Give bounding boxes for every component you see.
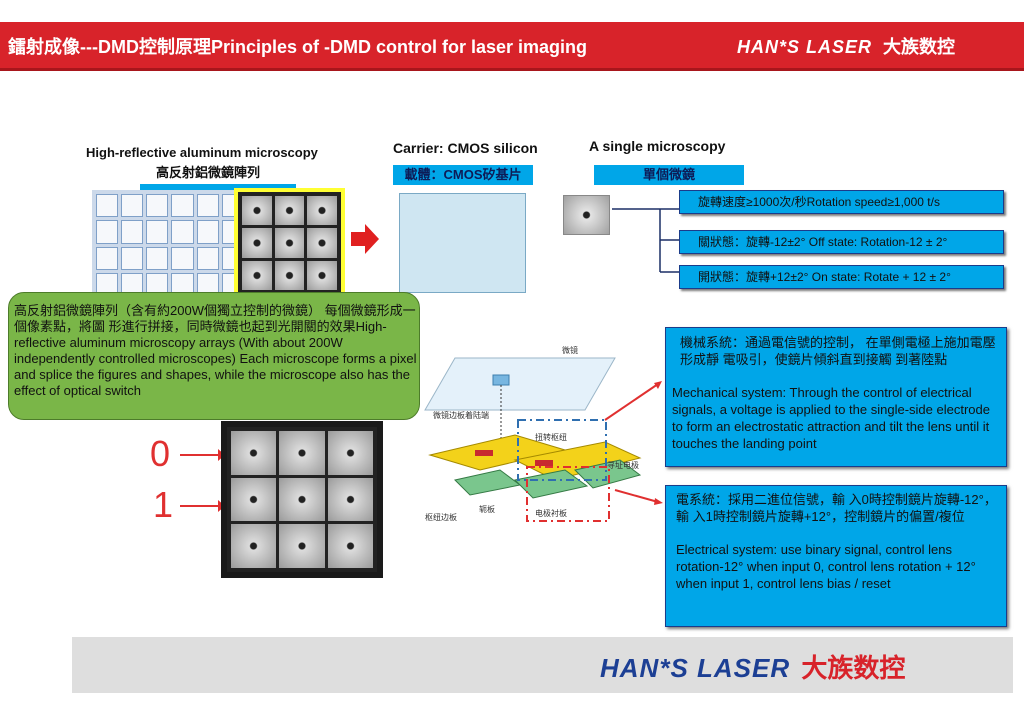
mirror-closeup-image — [238, 192, 341, 294]
footer-logo-cn: 大族数控 — [801, 653, 905, 683]
mirror-array-photo-grid — [227, 427, 377, 572]
single-mirror-image — [563, 195, 610, 235]
on-state-box: 開狀態：旋轉+12±2° On state: Rotate + 12 ± 2° — [679, 265, 1004, 289]
carrier-label: 載體：CMOS矽基片 — [393, 165, 533, 185]
connector-arrows — [600, 378, 670, 508]
digit-one: 1 — [153, 484, 173, 526]
electrical-cn-text: 電系統：採用二進位信號，輸 入0時控制鏡片旋轉-12°，輸 入1時控制鏡片旋轉+… — [676, 491, 1000, 525]
page-title: 鐳射成像---DMD控制原理Principles of -DMD control… — [8, 33, 587, 59]
mechanical-en-text: Mechanical system: Through the control o… — [672, 384, 1004, 452]
header-logo: HAN*S LASER 大族数控 — [737, 33, 955, 59]
label-torsion-hinge: 扭转枢纽 — [535, 432, 567, 442]
mechanical-cn-text: 機械系統：通過電信號的控制， 在單側電極上施加電壓形成靜 電吸引，使鏡片傾斜直到… — [672, 334, 1004, 368]
arrow-zero-icon — [180, 445, 225, 465]
label-hinge-plate: 枢纽边板 — [425, 512, 457, 522]
header-logo-cn: 大族数控 — [883, 37, 955, 57]
single-caption-en: A single microscopy — [589, 138, 725, 154]
rotation-speed-box: 旋轉速度≥1000次/秒Rotation speed≥1,000 t/s — [679, 190, 1004, 214]
mechanical-system-box: 機械系統：通過電信號的控制， 在單側電極上施加電壓形成靜 電吸引，使鏡片傾斜直到… — [665, 327, 1007, 467]
footer-bar: HAN*S LASER 大族数控 — [72, 637, 1013, 693]
electrical-en-text: Electrical system: use binary signal, co… — [676, 541, 1000, 592]
footer-logo-en: HAN*S LASER — [600, 653, 790, 683]
electrical-system-box: 電系統：採用二進位信號，輸 入0時控制鏡片旋轉-12°，輸 入1時控制鏡片旋轉+… — [665, 485, 1007, 627]
array-note: 高反射鋁微鏡陣列（含有約200W個獨立控制的微鏡） 每個微鏡形成一個像素點，將圖… — [8, 292, 420, 420]
cmos-carrier-graphic — [399, 193, 526, 293]
header-bar: 鐳射成像---DMD控制原理Principles of -DMD control… — [0, 22, 1024, 71]
label-landing-tip: 微镜边板着陆端 — [433, 410, 489, 420]
mirror-closeup-frame — [234, 188, 345, 298]
label-electrode-pad: 电极衬板 — [535, 508, 567, 518]
single-label: 單個微鏡 — [594, 165, 744, 185]
arrow-one-icon — [180, 496, 225, 516]
array-caption-en: High-reflective aluminum microscopy — [86, 145, 318, 160]
mirror-array-graphic — [92, 190, 248, 300]
label-yoke: 轭板 — [479, 504, 495, 514]
label-mirror: 微镜 — [562, 345, 578, 355]
right-arrow-icon — [351, 224, 381, 254]
header-logo-en: HAN*S LASER — [737, 37, 872, 57]
mirror-array-photo — [221, 421, 383, 578]
digit-zero: 0 — [150, 433, 170, 475]
footer-logo: HAN*S LASER 大族数控 — [600, 648, 905, 685]
carrier-caption-en: Carrier: CMOS silicon — [393, 140, 538, 156]
array-caption-cn: 高反射鋁微鏡陣列 — [156, 162, 260, 181]
off-state-box: 關狀態：旋轉-12±2° Off state: Rotation-12 ± 2° — [679, 230, 1004, 254]
